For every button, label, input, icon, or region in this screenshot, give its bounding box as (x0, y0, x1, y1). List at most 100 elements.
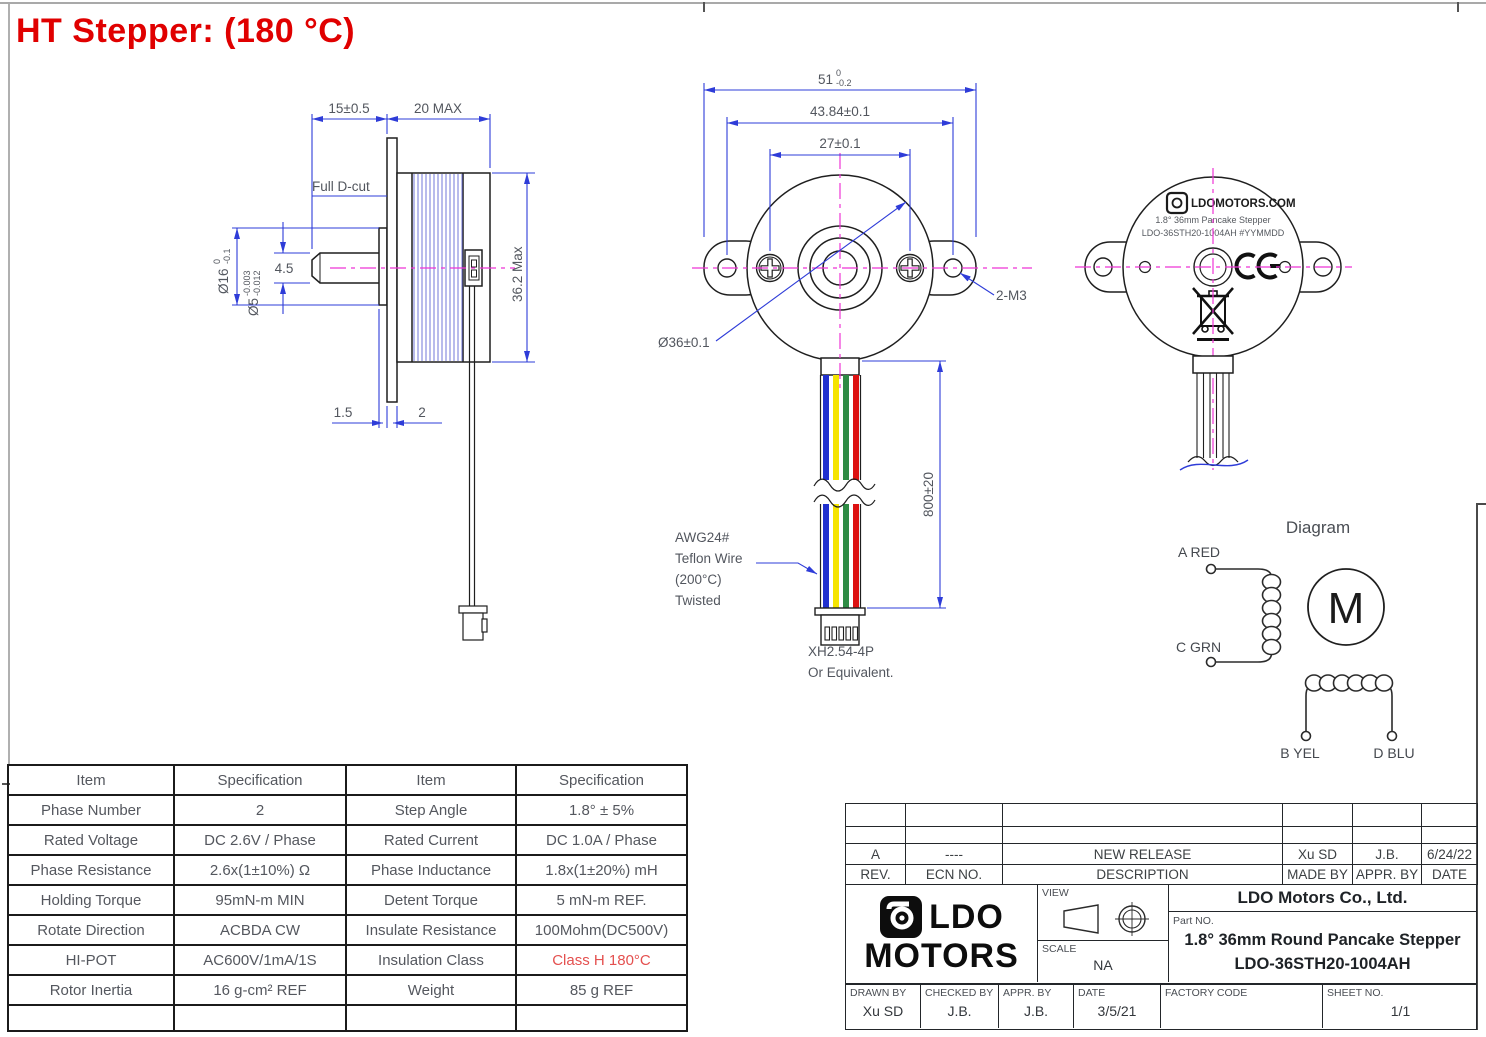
svg-text:36.2 Max: 36.2 Max (510, 246, 525, 302)
dim-flange-thickness: 2 (418, 405, 426, 420)
ecn-value: ---- (906, 844, 1003, 865)
appr-by-value: J.B. (1353, 844, 1422, 865)
label-full-d-cut: Full D-cut (312, 179, 370, 194)
sheet-border-left (8, 4, 10, 764)
svg-text:M: M (1328, 584, 1365, 633)
terminal-c-label: C GRN (1176, 639, 1221, 655)
wire-note-line2: Teflon Wire (675, 551, 743, 566)
view-label: VIEW (1042, 887, 1069, 899)
description-header: DESCRIPTION (1003, 865, 1283, 885)
ce-mark-icon (1234, 252, 1281, 280)
rev-header: REV. (846, 865, 906, 885)
date-value: 3/5/21 (1097, 1003, 1137, 1019)
wire-note-line3: (200°C) (675, 572, 722, 587)
svg-text:-0.003: -0.003 (242, 270, 252, 296)
appr-by-label: APPR. BY (1003, 987, 1052, 999)
brand-logo-icon (1165, 191, 1189, 215)
spec-table: Item Specification Item Specification Ph… (7, 764, 688, 1032)
checked-by-label: CHECKED BY (925, 987, 994, 999)
rev-date-value: 6/24/22 (1422, 844, 1478, 865)
dim-wire-length: 800±20 (921, 472, 936, 517)
rear-view-drawing: LDOMOTORS.COM 1.8° 36mm Pancake Stepper … (1075, 168, 1352, 471)
spec-header: Item (7, 764, 175, 796)
brand-text: LDOMOTORS.COM (1191, 198, 1296, 210)
drawn-by-cell: DRAWN BY Xu SD (846, 985, 921, 1028)
side-view-drawing: 15±0.5 20 MAX Full D-cut Ø16 0 -0.1 Ø5 -… (212, 101, 535, 641)
logo-text-motors: MOTORS (864, 936, 1019, 975)
logo-text-ldo: LDO (929, 897, 1004, 936)
ldo-logo-icon (880, 895, 923, 938)
sheet-border-top (0, 2, 1486, 4)
ribbon-cable (813, 375, 876, 608)
spec-header-row: Item Specification Item Specification (7, 764, 688, 796)
appr-by-cell: APPR. BY J.B. (999, 985, 1074, 1028)
dim-boss-diameter: Ø16 0 -0.1 (212, 248, 232, 294)
view-cell: VIEW (1038, 885, 1169, 941)
appr-by-header: APPR. BY (1353, 865, 1422, 885)
title-block-main: LDO MOTORS VIEW SCALE NA LDO Motors (845, 884, 1477, 984)
connector-label-line1: XH2.54-4P (808, 644, 874, 659)
dim-overall-tol-bot: -0.2 (836, 78, 852, 88)
factory-code-cell: FACTORY CODE (1161, 985, 1323, 1028)
wiring-diagram: Diagram A RED C GRN M (1176, 518, 1415, 761)
dim-flat: 4.5 (275, 261, 294, 276)
svg-text:Ø5: Ø5 (246, 298, 261, 316)
company-logo: LDO MOTORS (846, 885, 1038, 982)
part-name-line1: 1.8° 36mm Round Pancake Stepper (1184, 931, 1461, 949)
made-by-header: MADE BY (1283, 865, 1353, 885)
svg-text:0: 0 (212, 259, 222, 264)
dim-ear-span: 43.84±0.1 (810, 104, 870, 119)
terminal-d-label: D BLU (1373, 745, 1414, 761)
sheet-border-right (1476, 503, 1478, 1030)
scale-label: SCALE (1042, 943, 1077, 955)
made-by-value: Xu SD (1283, 844, 1353, 865)
svg-text:Ø16: Ø16 (216, 268, 231, 294)
date-label: DATE (1078, 987, 1106, 999)
phase-bd-coil (1300, 674, 1398, 742)
sheet-no-value: 1/1 (1390, 1003, 1411, 1019)
svg-text:-0.1: -0.1 (222, 248, 232, 264)
scale-value: NA (1093, 957, 1113, 973)
frame-tick (1457, 2, 1459, 12)
sheet-border-stub (1476, 503, 1486, 505)
dim-overall-width: 51 (818, 72, 833, 87)
factory-code-label: FACTORY CODE (1165, 987, 1248, 999)
motor-side-outline (311, 137, 491, 403)
appr-by-value: J.B. (1023, 1003, 1049, 1019)
side-dimension-lines (232, 114, 535, 428)
sheet-no-label: SHEET NO. (1327, 987, 1384, 999)
rear-wire-neck (1192, 355, 1234, 374)
frame-tick (2, 783, 10, 785)
insulation-class-value: Class H 180°C (515, 944, 688, 976)
date-header: DATE (1422, 865, 1478, 885)
side-lead-wire (458, 286, 488, 641)
connector-label-line2: Or Equivalent. (808, 665, 894, 680)
dim-shaft-length: 15±0.5 (328, 101, 369, 116)
dim-flat-bg (272, 261, 296, 275)
table-row-empty (7, 1004, 688, 1032)
terminal-a-label: A RED (1178, 544, 1220, 560)
checked-by-value: J.B. (947, 1003, 972, 1019)
dim-overall-tol-top: 0 (836, 68, 841, 78)
description-value: NEW RELEASE (1003, 844, 1283, 865)
part-no-label: Part NO. (1173, 915, 1214, 927)
terminal-b-label: B YEL (1280, 745, 1320, 761)
break-line (1179, 459, 1249, 471)
third-angle-projection-icon (1063, 902, 1149, 936)
ecn-header: ECN NO. (906, 865, 1003, 885)
spec-header: Item (345, 764, 517, 796)
dim-screw-span: 27±0.1 (819, 136, 860, 151)
drawn-by-value: Xu SD (862, 1003, 904, 1019)
frame-tick (703, 2, 705, 12)
dim-shaft-diameter: Ø5 -0.003 -0.012 (242, 270, 262, 316)
company-part-cell: LDO Motors Co., Ltd. Part NO. 1.8° 36mm … (1169, 885, 1476, 982)
wiring-heading: Diagram (1286, 518, 1350, 537)
front-dimension-lines (703, 83, 995, 609)
dim-body-depth: 20 MAX (414, 101, 462, 116)
